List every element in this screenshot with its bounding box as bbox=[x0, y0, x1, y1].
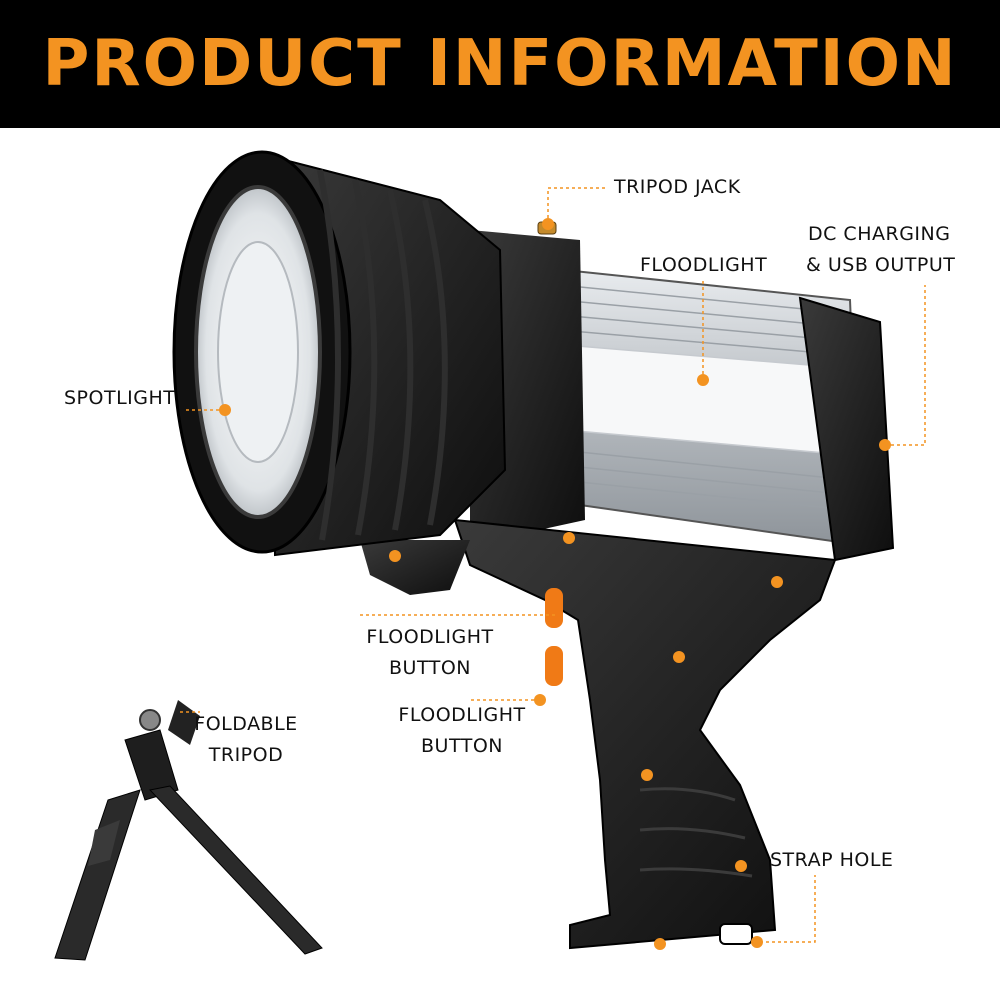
spotlight-head bbox=[172, 150, 507, 557]
callout-dot bbox=[673, 651, 685, 663]
callout-dot bbox=[735, 860, 747, 872]
callout-floodlight-button-2-line2: BUTTON bbox=[421, 735, 503, 757]
callout-floodlight-button-1-line2: BUTTON bbox=[389, 657, 471, 679]
header-banner: PRODUCT INFORMATION bbox=[0, 0, 1000, 128]
page-title: PRODUCT INFORMATION bbox=[42, 27, 958, 101]
foldable-tripod bbox=[54, 700, 323, 961]
callout-dot bbox=[389, 550, 401, 562]
callout-dot bbox=[751, 936, 763, 948]
callout-floodlight: FLOODLIGHT bbox=[640, 254, 768, 276]
callout-dc-charging-line1: DC CHARGING bbox=[808, 223, 951, 245]
callout-strap-hole: STRAP HOLE bbox=[770, 849, 894, 871]
floodlight-button-bottom bbox=[545, 646, 563, 686]
rear-cap bbox=[798, 296, 895, 562]
callout-dot bbox=[563, 532, 575, 544]
callout-dot bbox=[219, 404, 231, 416]
callout-foldable-tripod-line1: FOLDABLE bbox=[194, 713, 298, 735]
callout-dot bbox=[542, 218, 554, 230]
callout-dot bbox=[534, 694, 546, 706]
callout-dot bbox=[654, 938, 666, 950]
callout-foldable-tripod-line2: TRIPOD bbox=[208, 744, 284, 766]
tripod-mount-fin bbox=[360, 540, 470, 595]
callout-dot bbox=[771, 576, 783, 588]
callout-floodlight-button-1-line1: FLOODLIGHT bbox=[366, 626, 494, 648]
callout-dc-charging-line2: & USB OUTPUT bbox=[806, 254, 956, 276]
callout-spotlight: SPOTLIGHT bbox=[64, 387, 176, 409]
callout-dot bbox=[641, 769, 653, 781]
grip-handle bbox=[453, 518, 837, 950]
callout-dot bbox=[879, 439, 891, 451]
callout-floodlight-button-2-line1: FLOODLIGHT bbox=[398, 704, 526, 726]
callout-dot bbox=[697, 374, 709, 386]
callout-tripod-jack: TRIPOD JACK bbox=[614, 176, 741, 198]
strap-hole bbox=[719, 923, 753, 945]
floodlight-housing bbox=[544, 266, 862, 547]
floodlight-button-top bbox=[545, 588, 563, 628]
